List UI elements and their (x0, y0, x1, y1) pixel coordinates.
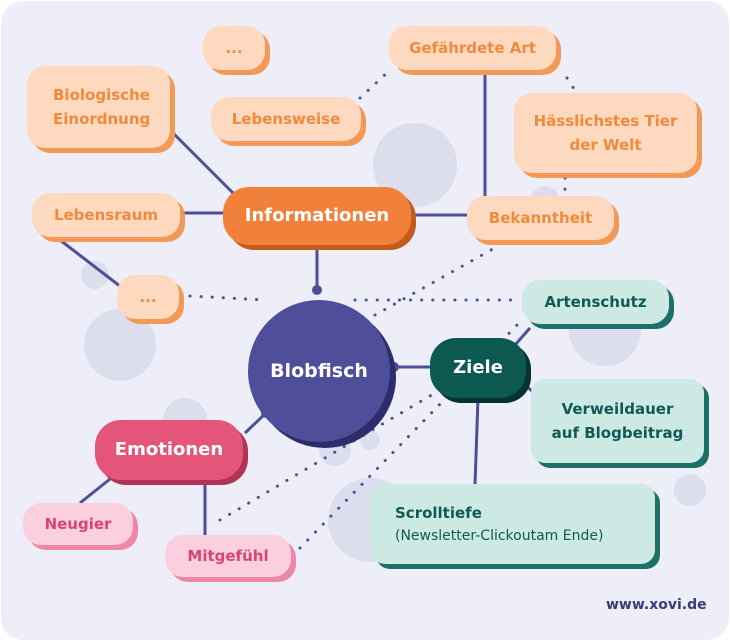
dots-node-top-label: ... (225, 39, 243, 57)
footer-url: www.xovi.de (606, 597, 707, 613)
emotionen-label: Emotionen (114, 438, 224, 460)
haesslichstes-tier-node: Hässlichstes Tier der Welt (514, 93, 697, 173)
dots-node-left-label: ... (139, 288, 157, 306)
mitgefuehl-label: Mitgefühl (187, 547, 269, 565)
scrolltiefe-title: Scrolltiefe (395, 503, 482, 522)
emotionen-node: Emotionen (95, 420, 243, 480)
neugier-node: Neugier (23, 503, 133, 545)
bekanntheit-node: Bekanntheit (467, 196, 614, 240)
lebensraum-node: Lebensraum (32, 193, 180, 237)
mitgefuehl-node: Mitgefühl (165, 535, 291, 577)
bekanntheit-label: Bekanntheit (488, 209, 593, 227)
dotted-connectors (188, 68, 582, 550)
haesslichstes-line-1: Hässlichstes Tier (533, 112, 678, 130)
lebensweise-node: Lebensweise (211, 97, 361, 141)
neugier-label: Neugier (44, 515, 112, 533)
gefaehrdete-art-node: Gefährdete Art (389, 26, 556, 70)
dots-node-top: ... (203, 26, 265, 70)
lebensraum-label: Lebensraum (53, 206, 159, 224)
verweildauer-text: Verweildauer auf Blogbeitrag (552, 397, 684, 445)
informationen-node: Informationen (223, 187, 411, 245)
scrolltiefe-subtitle: (Newsletter-Clickoutam Ende) (395, 527, 604, 544)
gefaehrdete-art-label: Gefährdete Art (409, 39, 536, 57)
blobfisch-label: Blobfisch (270, 360, 368, 382)
informationen-label: Informationen (244, 204, 390, 226)
biologische-line-2: Einordnung (53, 110, 151, 128)
biologische-einordnung-text: Biologische Einordnung (53, 83, 150, 131)
verweildauer-line-1: Verweildauer (561, 400, 674, 418)
artenschutz-label: Artenschutz (544, 293, 647, 311)
lebensweise-label: Lebensweise (231, 110, 341, 128)
verweildauer-line-2: auf Blogbeitrag (551, 424, 684, 442)
scrolltiefe-node: Scrolltiefe (Newsletter-Clickoutam Ende) (371, 484, 655, 564)
haesslichstes-line-2: der Welt (569, 136, 642, 154)
biologische-einordnung-node: Biologische Einordnung (27, 66, 170, 148)
biologische-line-1: Biologische (53, 86, 150, 104)
blobfisch-center-node: Blobfisch (248, 300, 390, 442)
dots-node-left: ... (117, 275, 179, 319)
ziele-label: Ziele (453, 356, 503, 378)
artenschutz-node: Artenschutz (522, 280, 669, 324)
verweildauer-node: Verweildauer auf Blogbeitrag (531, 379, 704, 463)
scrolltiefe-text: Scrolltiefe (Newsletter-Clickoutam Ende) (395, 501, 603, 547)
ziele-node: Ziele (430, 338, 526, 398)
haesslichstes-tier-text: Hässlichstes Tier der Welt (534, 109, 678, 157)
